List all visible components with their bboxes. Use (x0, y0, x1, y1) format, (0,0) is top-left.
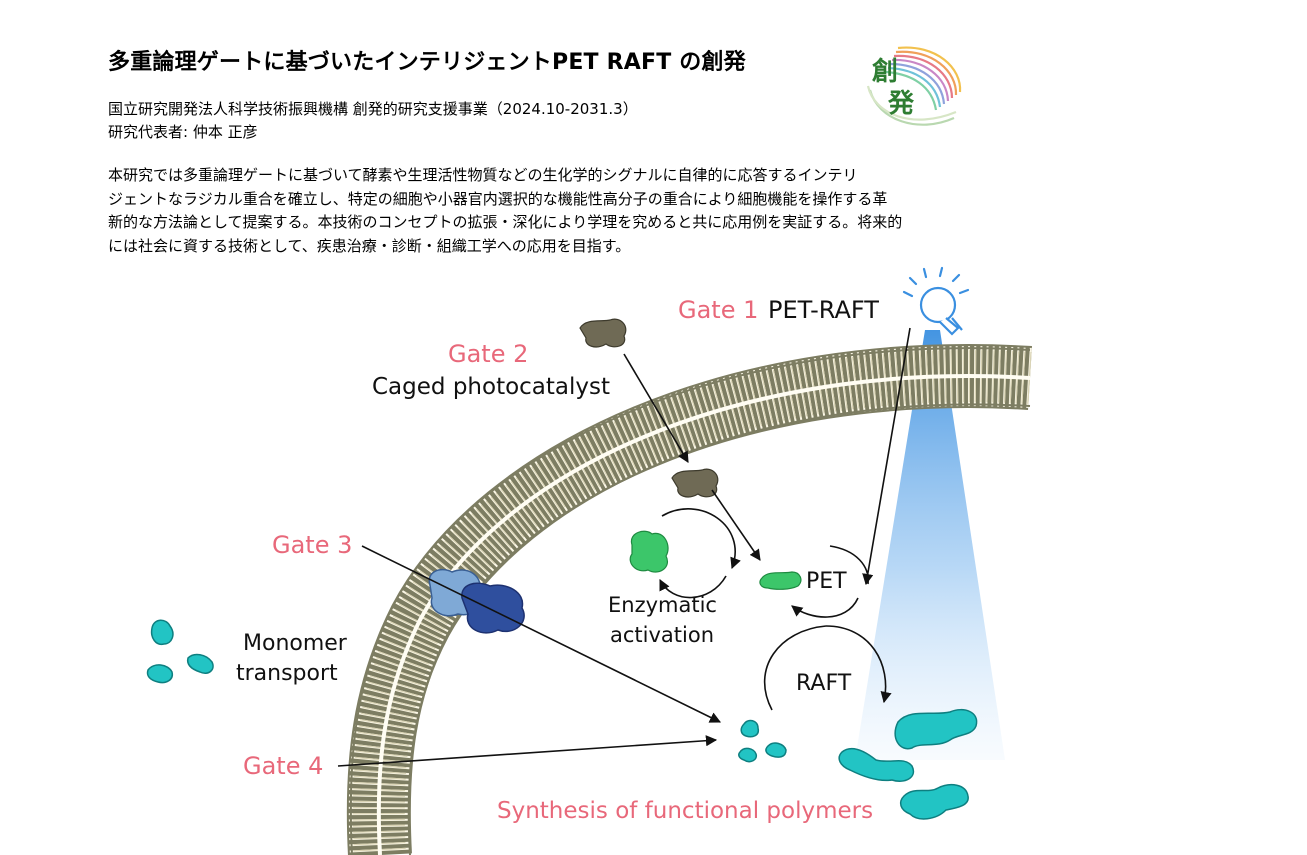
page-title: 多重論理ゲートに基づいたインテリジェントPET RAFT の創発 (108, 50, 746, 75)
transport-label: transport (236, 661, 338, 686)
abstract: 本研究では多重論理ゲートに基づいて酵素や生理活性物質などの生化学的シグナルに自律… (108, 164, 1033, 258)
caged-photocatalyst-label: Caged photocatalyst (372, 374, 610, 400)
enzymatic-label: Enzymatic (608, 593, 717, 617)
gate3-label: Gate 3 (272, 531, 352, 559)
svg-text:発: 発 (887, 89, 915, 119)
arrows (337, 327, 911, 767)
gate2-label: Gate 2 (448, 340, 528, 368)
sohatsu-logo: 創 発 (866, 46, 962, 126)
pet-raft-label: PET-RAFT (768, 296, 879, 324)
representative-line: 研究代表者: 仲本 正彦 (108, 123, 258, 141)
lightbulb-icon (902, 266, 970, 336)
polymers (838, 708, 978, 820)
abstract-line: には社会に資する技術として、疾患治療・診断・組織工学への応用を目指す。 (108, 236, 631, 255)
abstract-line: 新的な方法論として提案する。本技術のコンセプトの拡張・深化により学理を究めると共… (108, 213, 903, 231)
synthesis-label: Synthesis of functional polymers (497, 798, 873, 824)
abstract-line: ジェントなラジカル重合を確立し、特定の細胞や小器官内選択的な機能性高分子の重合に… (108, 189, 888, 208)
monomers-outside (146, 619, 214, 684)
monomer-label: Monomer (243, 631, 348, 656)
gate1-label: Gate 1 (678, 296, 758, 324)
program-line: 国立研究開発法人科学技術振興機構 創発的研究支援事業（2024.10-2031.… (108, 100, 638, 118)
light-beam (855, 330, 1005, 760)
project-meta: 国立研究開発法人科学技術振興機構 創発的研究支援事業（2024.10-2031.… (108, 98, 638, 144)
svg-text:創: 創 (872, 57, 898, 87)
gate4-label: Gate 4 (243, 752, 323, 780)
cell-membrane (346, 344, 1032, 855)
abstract-line: 本研究では多重論理ゲートに基づいて酵素や生理活性物質などの生化学的シグナルに自律… (108, 166, 858, 184)
enzyme (629, 530, 669, 573)
active-photocatalyst (759, 571, 802, 590)
caged-photocatalyst-inside (671, 468, 719, 498)
raft-label: RAFT (796, 671, 852, 696)
monomers-inside (738, 719, 787, 763)
pet-label: PET (806, 569, 847, 594)
caged-photocatalyst-outside (579, 318, 627, 348)
activation-label: activation (610, 623, 714, 647)
